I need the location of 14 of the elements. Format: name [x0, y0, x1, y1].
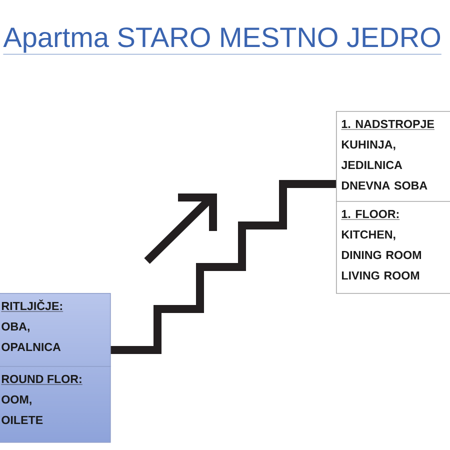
floor-heading: 1. NADSTROPJE	[341, 120, 435, 130]
title: Apartma STARO MESTNO JEDRO	[3, 27, 442, 54]
staircase	[110, 180, 336, 354]
room-list: OOM, OILETE	[2, 395, 43, 424]
floor-heading: 1. FLOOR:	[341, 210, 400, 220]
room-list: KITCHEN, DINING ROOM LIVING ROOM	[342, 230, 421, 280]
floor-box	[336, 201, 450, 294]
floor-box	[0, 293, 111, 367]
floor-heading: RITLJIČJE:	[1, 300, 64, 312]
room-list: KUHINJA, JEDILNICA DNEVNA SOBA	[341, 140, 428, 190]
room-list: OBA, OPALNICA	[2, 322, 61, 352]
floor-box	[336, 111, 450, 202]
floor-box	[0, 366, 111, 443]
floor-heading: ROUND FLOR:	[1, 374, 83, 385]
